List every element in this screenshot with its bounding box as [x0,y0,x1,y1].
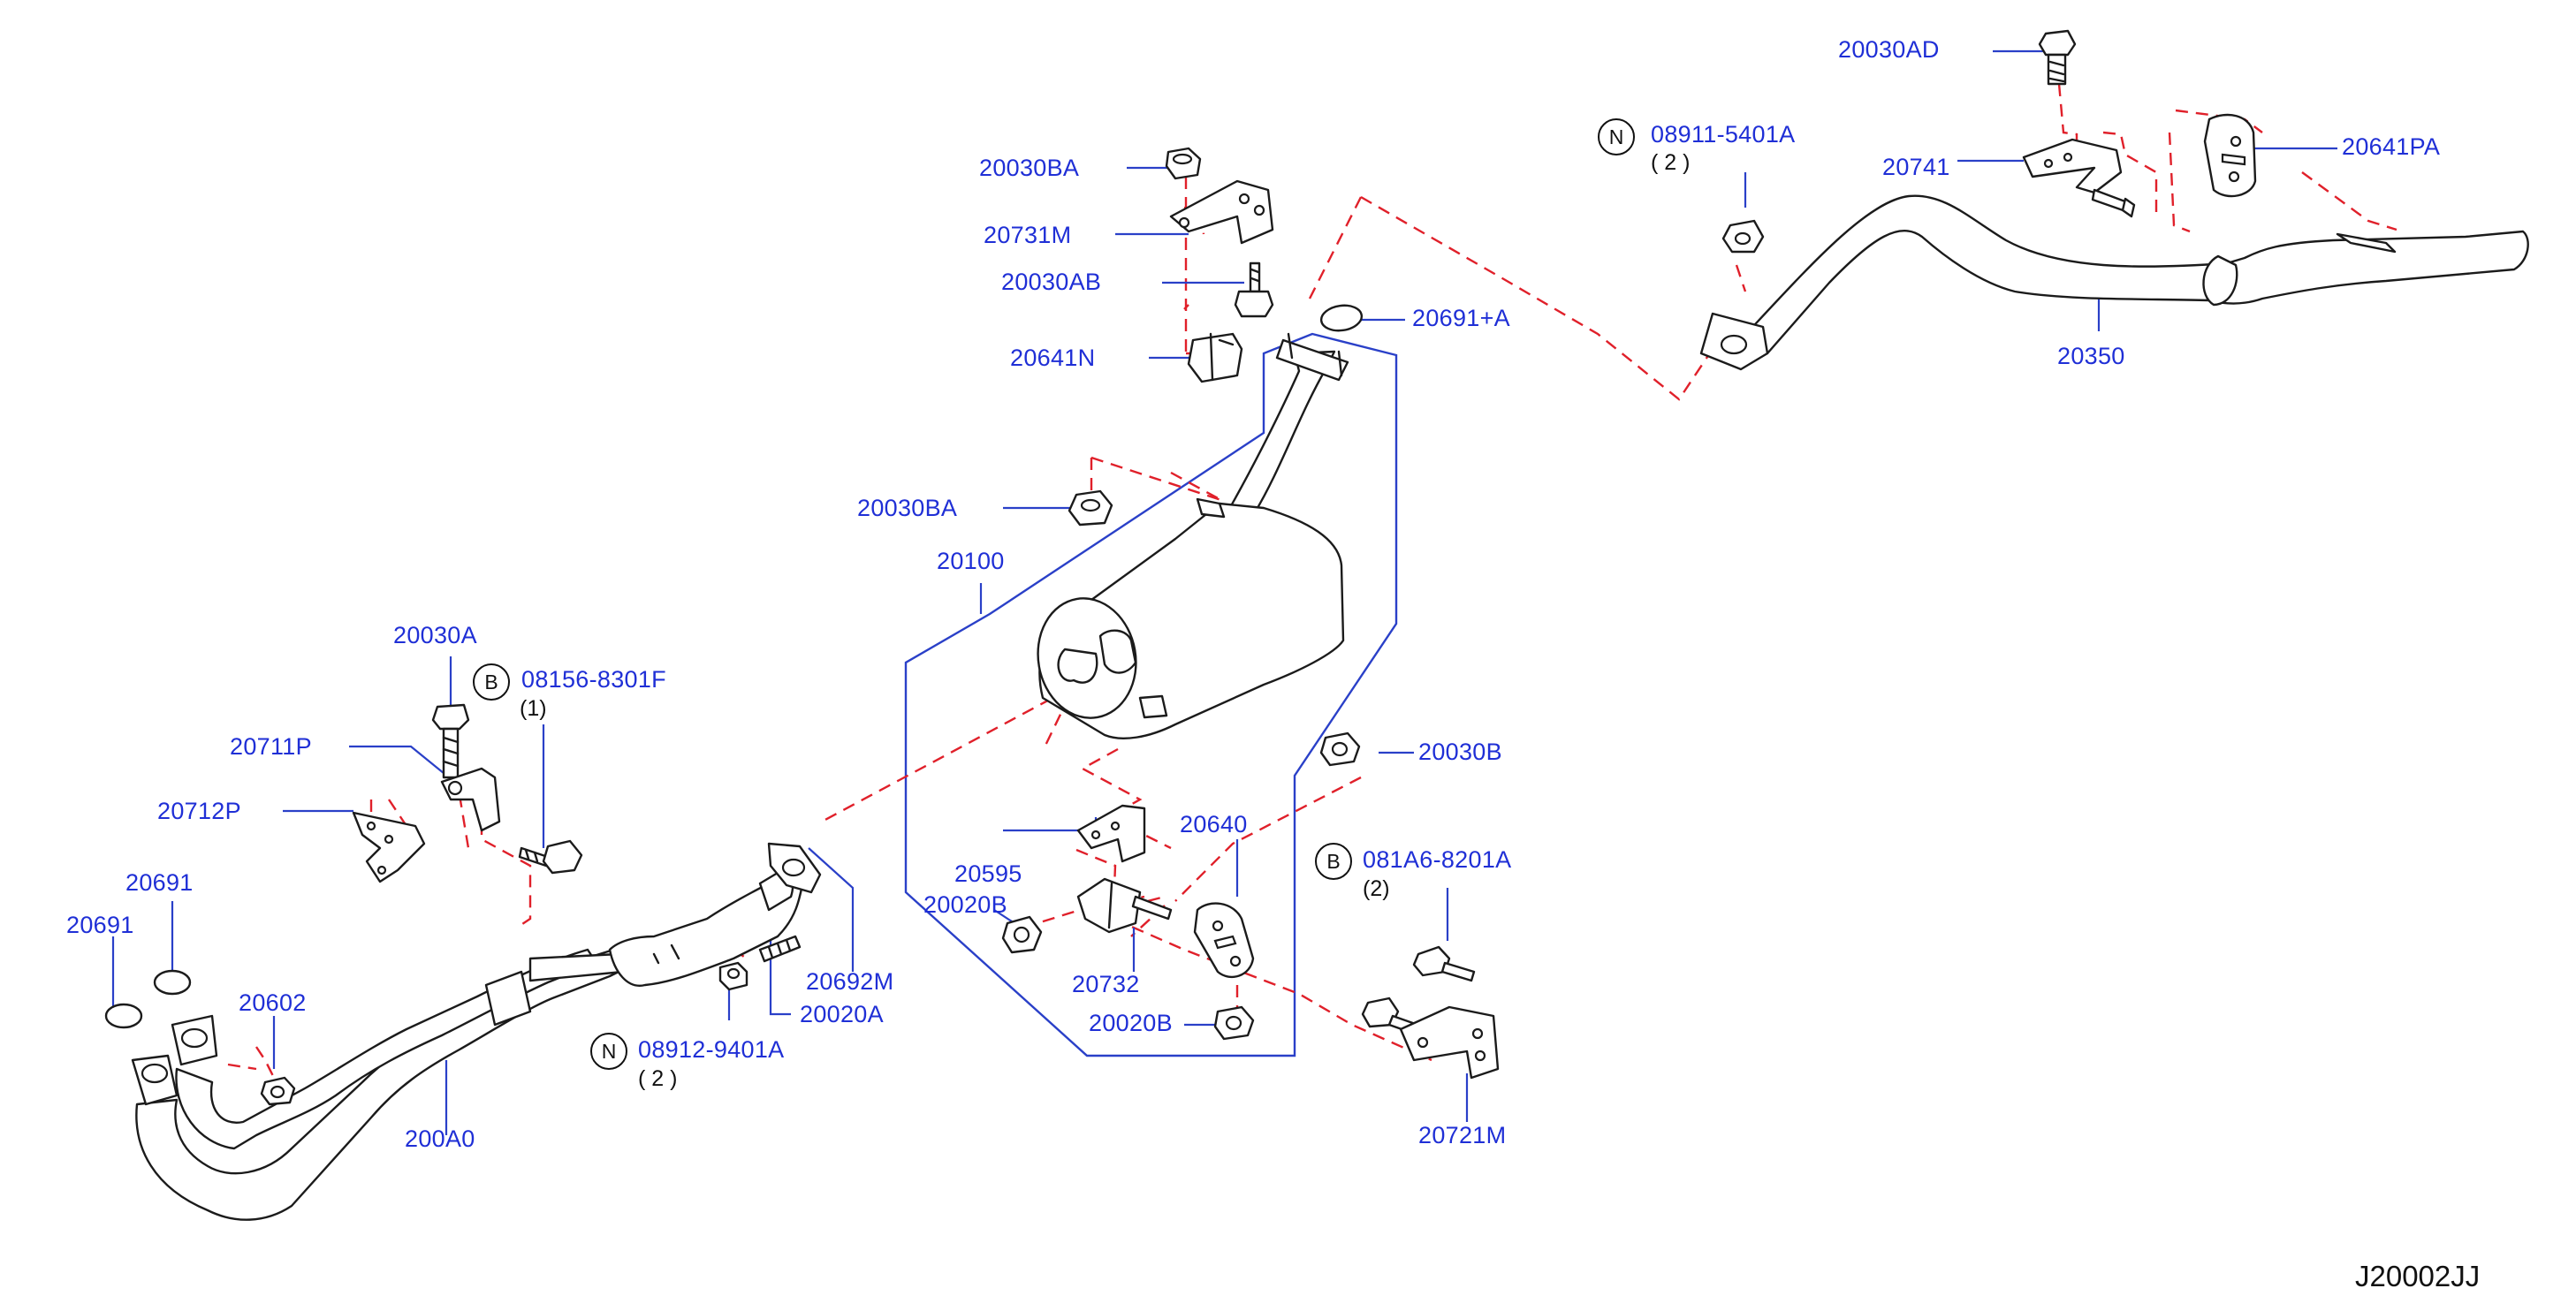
symbol-n-08911: N [1598,118,1635,155]
part-label-20721M: 20721M [1418,1122,1507,1148]
leader-lines [111,49,2337,1135]
gasket-20691-lower [104,1003,143,1029]
symbol-b-081A6: B [1315,843,1352,880]
gasket-20692M [767,842,822,894]
nut-20020B-upper [1001,915,1043,954]
part-label-20602: 20602 [239,989,307,1016]
part-label-20691-lower: 20691 [66,912,134,938]
part-label-20732: 20732 [1072,971,1140,997]
part-label-20711P: 20711P [230,733,312,760]
part-label-20692M: 20692M [806,968,894,995]
part-label-20712P: 20712P [157,798,241,824]
nut-20030BA-middle [1068,489,1113,527]
part-label-20100: 20100 [937,548,1005,574]
bolt-20030A [431,703,470,779]
part-label-20030BA-middle: 20030BA [857,495,958,521]
catalytic-converter [608,868,806,987]
gasket-20691A [1319,304,1364,332]
part-label-20641PA: 20641PA [2342,133,2441,160]
bolt-20030AD [2038,29,2077,86]
nut-20030BA-top [1165,147,1202,180]
part-label-20030AB: 20030AB [1001,269,1102,295]
bracket-20712P [352,811,426,883]
rubber-mount-20641N [1187,332,1243,383]
part-qty-08911: ( 2 ) [1651,150,1691,175]
nut-20020B-lower [1213,1005,1255,1041]
bracket-20741 [2022,138,2136,218]
front-tube-200A0 [131,943,638,1221]
part-label-20020B-lower: 20020B [1089,1010,1173,1036]
part-label-20691-plus-a: 20691+A [1412,305,1510,331]
nut-20602 [260,1076,296,1106]
part-label-20691-upper: 20691 [125,869,194,896]
nut-08911-5401A [1721,219,1765,254]
part-qty-08912: ( 2 ) [638,1066,678,1091]
bracket-20731M [1169,179,1274,245]
part-label-20020A: 20020A [800,1001,884,1027]
part-label-20640: 20640 [1180,811,1248,837]
part-label-200A0: 200A0 [405,1125,475,1152]
part-label-20350: 20350 [2057,343,2125,369]
bracket-20711P [440,767,501,832]
part-label-20731M: 20731M [984,222,1072,248]
part-label-20741: 20741 [1882,154,1950,180]
part-label-20030AD: 20030AD [1838,36,1940,63]
symbol-b-08156: B [473,663,510,701]
tail-pipe-20350 [1699,194,2529,371]
part-label-08911-5401A: 08911-5401A [1651,121,1796,148]
part-label-20030A: 20030A [393,622,477,648]
stud-20020A [758,935,802,963]
muffler-group-outline [904,332,1398,1057]
part-label-20030B: 20030B [1418,739,1502,765]
rubber-hanger-20641PA [2203,113,2257,198]
part-label-08156-8301F: 08156-8301F [521,666,666,693]
nut-20030B [1319,731,1361,767]
part-qty-08156: (1) [520,696,547,721]
gasket-20691-upper [153,969,192,996]
part-label-20595: 20595 [954,860,1022,887]
part-label-08912-9401A: 08912-9401A [638,1036,785,1063]
part-qty-081A6: (2) [1363,876,1390,901]
bracket-20721M [1399,1005,1500,1080]
bolt-08156-8301F [518,839,583,875]
bolt-20030AB [1234,261,1274,318]
symbol-n-08912: N [590,1033,627,1070]
part-label-20030BA-top: 20030BA [979,155,1080,181]
diagram-code: J20002JJ [2355,1260,2481,1292]
part-label-20020B-upper: 20020B [923,891,1007,918]
rubber-hanger-20640 [1193,902,1255,978]
part-label-081A6-8201A: 081A6-8201A [1363,846,1512,873]
bracket-20732 [1076,877,1173,934]
bracket-20595 [1076,804,1146,863]
nut-08912-9401A [718,961,748,991]
main-muffler-20100 [1037,332,1349,739]
part-label-20641N: 20641N [1010,345,1096,371]
